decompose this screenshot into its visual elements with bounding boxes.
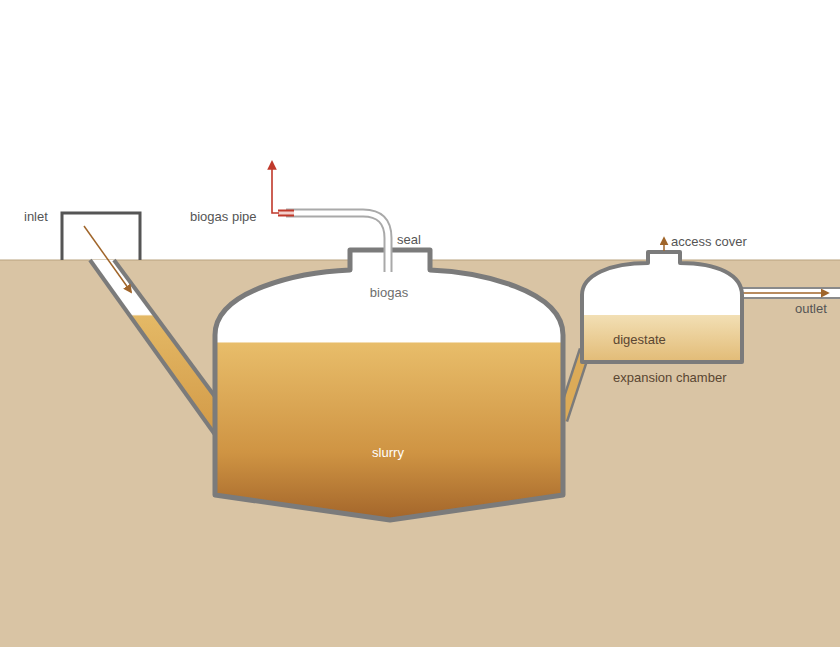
gas-pipe	[286, 213, 388, 272]
part-label: seal	[397, 232, 421, 247]
outlet-pipe	[738, 288, 840, 298]
inlet-flow-arrow	[84, 226, 131, 292]
digester-tank: biogas slurry	[213, 248, 565, 523]
digestate-label: digestate	[613, 332, 666, 347]
expansion-chamber: digestate expansion chamber	[582, 250, 744, 390]
inlet-pipe-wall	[114, 260, 216, 398]
part-label: outlet	[795, 301, 827, 316]
slurry-label: slurry	[372, 445, 404, 460]
expansion-chamber-outline	[582, 250, 744, 390]
gas-pipe-bore	[286, 213, 388, 272]
inlet-box	[62, 213, 140, 260]
part-label: access cover	[671, 234, 747, 249]
chamber-wall	[582, 252, 742, 362]
gas-pipe-end-bore	[278, 212, 294, 215]
part-label: inlet	[24, 209, 48, 224]
chamber-label: expansion chamber	[613, 370, 726, 385]
part-label: biogas pipe	[190, 209, 257, 224]
gas-space-label: biogas	[370, 285, 408, 300]
gas-pipe-end	[278, 210, 294, 217]
inlet-pipe-wall	[90, 260, 216, 436]
outlet-pipe-wall	[738, 287, 840, 289]
inlet-pipe	[90, 260, 216, 436]
cover-arrow	[663, 238, 665, 251]
outlet-flow-arrow	[737, 292, 828, 294]
gas-flow-arrow	[272, 162, 279, 213]
outlet-pipe-wall	[738, 297, 840, 299]
tank-wall	[215, 250, 563, 520]
